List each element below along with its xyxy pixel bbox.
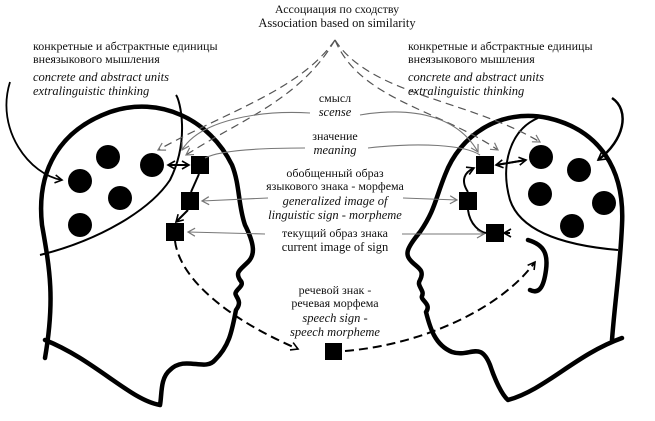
connector-generalized-right [402,195,459,205]
thinking-unit [68,213,92,237]
speech-path-outgoing [174,240,300,351]
association-line [156,39,336,151]
generalized-en-line2: linguistic sign - morpheme [268,207,402,222]
thinking-unit [108,186,132,210]
current-image-label: текущий образ знака current image of sig… [265,226,405,255]
meaning-label: значение meaning [295,129,375,158]
speech-sign-en-line1: speech sign - [302,310,368,325]
sign-square-meaning [476,156,494,174]
thinking-unit [96,145,120,169]
label-connectors [181,111,486,239]
thinking-unit [560,214,584,238]
left-chain-link [174,209,189,224]
thinking-unit [592,191,616,215]
sign-square-generalized [181,192,199,210]
association-label-en: Association based on similarity [258,16,416,31]
left-head [5,81,256,408]
right-ear [525,237,549,294]
association-line [334,39,542,143]
speech-sign-ru-line2: речевая морфема [291,296,379,311]
speech-path-incoming [344,260,536,352]
thinking-unit [140,153,164,177]
right-brain-boundary [505,117,619,251]
left-units-ru-line2: внеязыкового мышления [33,52,160,67]
association-line [334,39,499,151]
generalized-image-label: обобщенный образ языкового знака - морфе… [255,166,415,222]
left-chain-link [190,173,200,193]
generalized-ru-line2: языкового знака - морфема [266,179,404,194]
right-units-en-line1: concrete and abstract units [408,69,544,84]
current-image-ru: текущий образ знака [282,226,388,240]
sign-square-generalized [459,192,477,210]
left-thinking-units [68,145,164,237]
thinking-unit [528,182,552,206]
connector-sense-left [181,111,311,152]
current-image-en: current image of sign [281,240,389,255]
right-units-label: конкретные и абстрактные единицы внеязык… [408,39,593,98]
left-units-ru-line1: конкретные и абстрактные единицы [33,39,218,53]
speech-sign-label: речевой знак - речевая морфема speech si… [275,283,395,339]
right-sign-squares [459,156,504,242]
speech-sign-en-line2: speech morpheme [290,324,380,339]
meaning-ru: значение [312,129,358,143]
right-units-ru-line1: конкретные и абстрактные единицы [408,39,593,53]
right-units-en-line2: extralinguistic thinking [408,83,525,98]
meaning-en: meaning [313,143,357,158]
sense-ru: смысл [318,91,352,105]
sense-label: смысл scense [295,91,375,120]
right-units-arrow [596,96,624,162]
generalized-ru-line1: обобщенный образ [286,166,384,180]
right-thinking-units [528,145,616,238]
connector-current-left [186,227,266,237]
thinking-unit [529,145,553,169]
thinking-unit [68,169,92,193]
sign-square-current [166,223,184,241]
right-head-outline [405,113,625,403]
connector-sense-right [359,111,479,154]
right-head [405,96,625,403]
right-chain-link [467,209,487,234]
left-units-arrow [5,81,64,184]
sign-square-meaning [191,156,209,174]
sense-en: scense [318,105,352,120]
connector-meaning-left [204,147,306,159]
left-units-en-line1: concrete and abstract units [33,69,169,84]
left-units-en-line2: extralinguistic thinking [33,83,150,98]
association-label-ru: Ассоциация по сходству [274,2,400,16]
speech-sign-square [325,343,342,360]
association-label: Ассоциация по сходству Association based… [232,2,442,31]
left-sign-squares [166,156,209,241]
connector-generalized-left [200,196,269,206]
right-square-unit-link [494,159,527,169]
right-units-ru-line2: внеязыкового мышления [408,52,535,67]
thinking-unit [567,158,591,182]
speech-sign-ru-line1: речевой знак - [298,283,372,297]
speech-path [174,240,536,360]
left-brain-boundary [39,94,183,256]
right-chain-link [463,166,476,193]
association-line [184,39,336,156]
left-head-outline [38,104,256,408]
left-units-label: конкретные и абстрактные единицы внеязык… [33,39,218,98]
sign-square-current [486,224,504,242]
connector-meaning-right [367,144,481,156]
association-lines [156,39,542,156]
generalized-en-line1: generalized image of [282,193,388,208]
